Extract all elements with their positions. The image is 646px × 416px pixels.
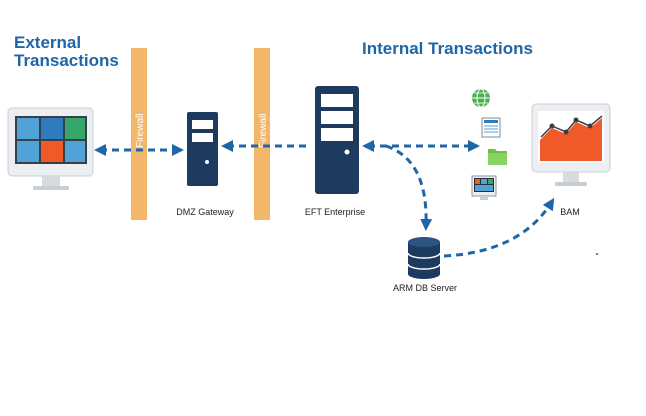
bam-monitor-icon xyxy=(531,103,611,186)
eft-enterprise-server-icon xyxy=(315,86,359,194)
external-transactions-heading: External Transactions xyxy=(14,34,119,70)
internal-transactions-heading: Internal Transactions xyxy=(362,39,533,58)
dashboard-icon xyxy=(471,175,497,200)
bam-label: BAM xyxy=(560,207,580,217)
arm-db-server-icon xyxy=(407,237,441,279)
globe-icon xyxy=(472,88,490,108)
arrow-eft-armdb xyxy=(385,144,433,231)
firewall-2-label: Firewall xyxy=(258,114,269,148)
client-workstation-icon xyxy=(7,107,94,190)
arrow-armdb-bam xyxy=(443,197,555,258)
firewall-2: Firewall xyxy=(254,48,270,220)
document-icon xyxy=(481,117,501,138)
firewall-1-label: Firewall xyxy=(135,114,146,148)
firewall-1: Firewall xyxy=(131,48,147,220)
folder-icon xyxy=(488,149,507,165)
external-heading-line-2: Transactions xyxy=(14,50,119,70)
arm-db-server-label: ARM DB Server xyxy=(392,283,457,293)
external-heading-line-1: External xyxy=(14,33,82,52)
dmz-gateway-server-icon xyxy=(187,112,218,186)
dmz-gateway-label: DMZ Gateway xyxy=(176,207,234,217)
eft-enterprise-label: EFT Enterprise xyxy=(304,207,366,217)
